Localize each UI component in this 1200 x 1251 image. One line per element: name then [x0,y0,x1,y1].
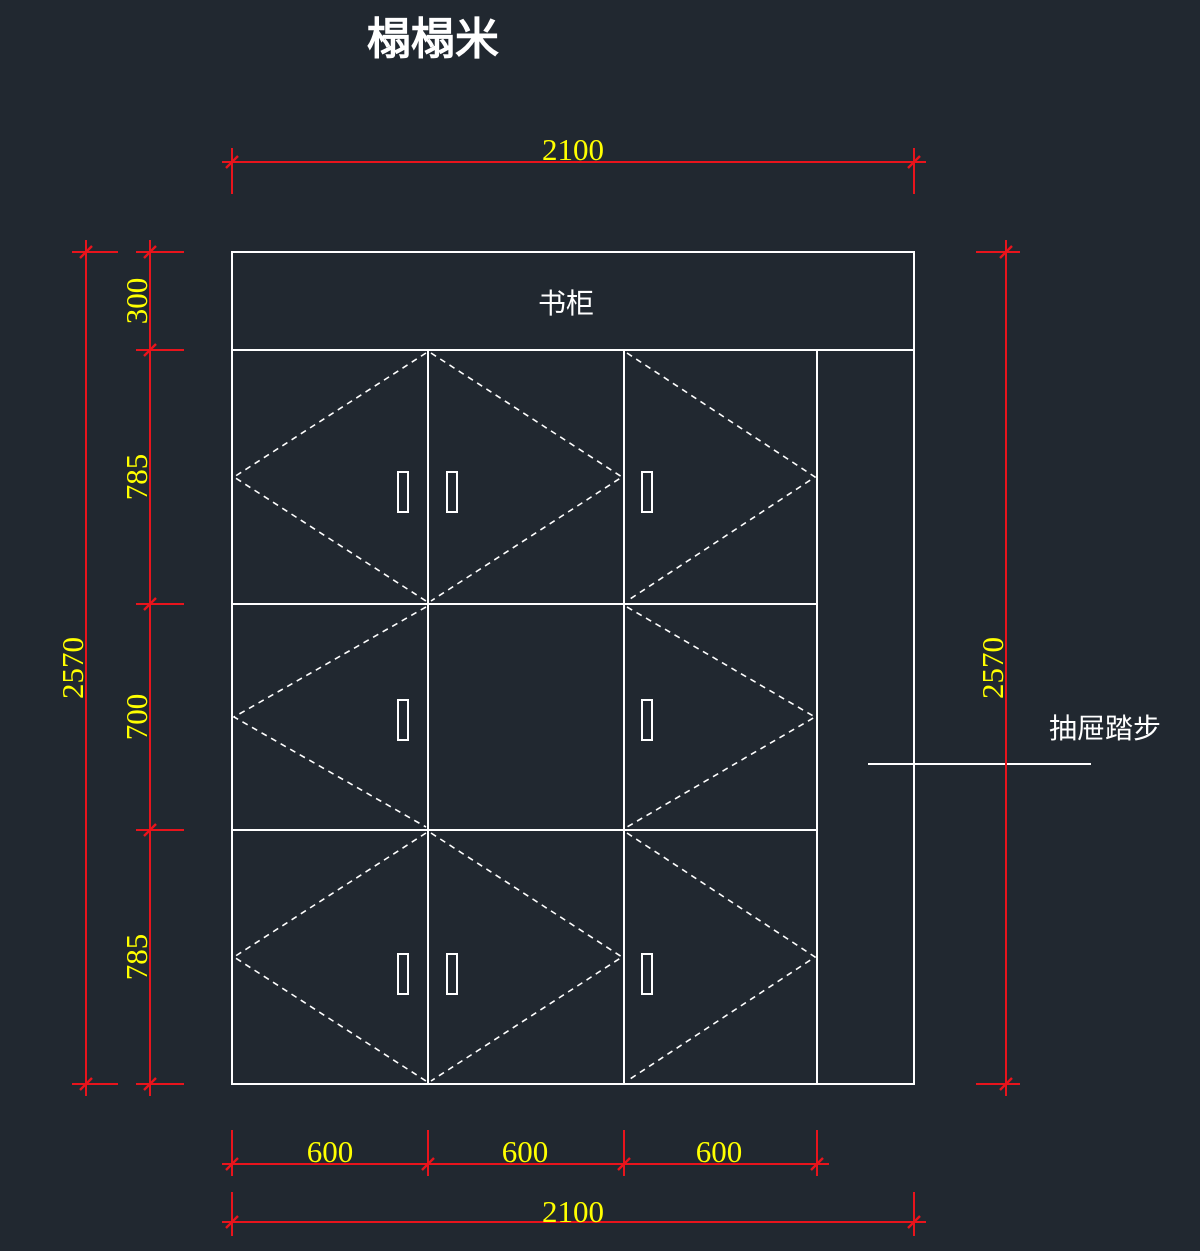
door-swing-r1c2 [430,352,624,602]
dimension-left-segment-4-text: 785 [119,934,154,981]
door-swing-r1c3 [626,352,817,602]
door-swing-r3c3 [626,832,817,1082]
dimension-bottom-segments: 600 600 600 [222,1130,829,1176]
handle-icon [446,953,458,995]
handle-icon [397,699,409,741]
cabinet-outline [231,251,915,1085]
handle-icon [641,699,653,741]
dimension-segment-2-text: 600 [502,1134,549,1169]
cabinet-elevation: 书柜 [231,251,915,1085]
dimension-bottom-width: 2100 [222,1192,926,1236]
handle-icon [641,953,653,995]
dimension-left-segments: 300 785 700 785 [119,240,184,1096]
door-swing-r2c3 [626,606,817,828]
door-swing-lines [232,352,817,1082]
handle-icon [397,953,409,995]
dimension-left-total-text: 2570 [55,637,90,699]
dimension-left-segment-1-text: 300 [119,278,154,325]
drawer-step-label: 抽屉踏步 [1049,712,1161,745]
door-handles [397,471,653,995]
dimension-right-total-text: 2570 [975,637,1010,699]
dimension-left-segment-2-text: 785 [119,454,154,501]
door-swing-r3c2 [430,832,624,1082]
dimension-top-width-text: 2100 [542,132,604,167]
handle-icon [397,471,409,513]
dimension-top-width: 2100 [222,132,926,194]
dimension-segment-1-text: 600 [307,1134,354,1169]
handle-icon [641,471,653,513]
handle-icon [446,471,458,513]
drawing-title: 榻榻米 [367,14,499,65]
dimension-left-segment-3-text: 700 [119,694,154,741]
dimension-segment-3-text: 600 [696,1134,743,1169]
bookcase-label: 书柜 [538,287,594,320]
dimension-left-total: 2570 [55,240,118,1096]
dimension-bottom-width-text: 2100 [542,1194,604,1229]
door-swing-r2c1 [232,606,427,828]
dimension-right-total: 2570 [975,240,1020,1096]
